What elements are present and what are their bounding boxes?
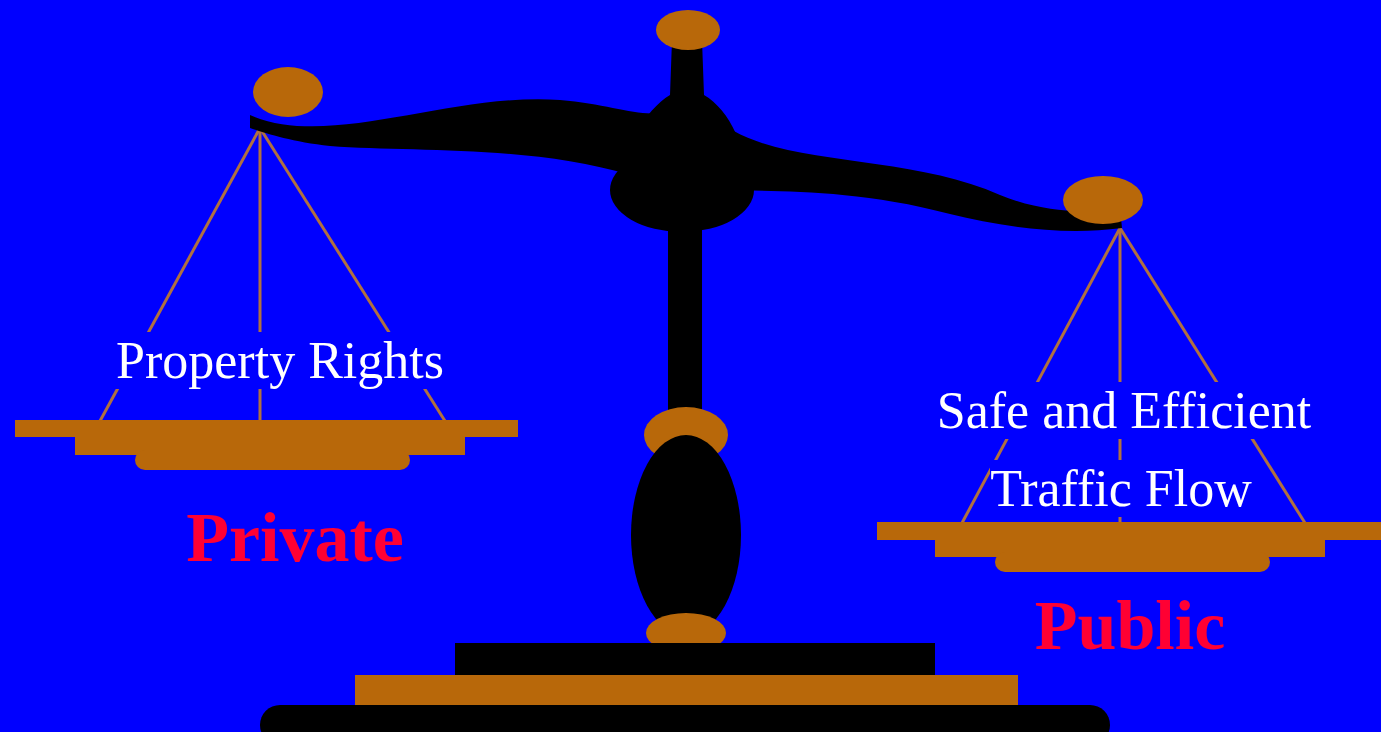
pan-label-box: Property Rights xyxy=(40,328,520,394)
side-label-box: Public xyxy=(930,584,1330,668)
side-label: Private xyxy=(183,499,407,576)
pan-label: Property Rights xyxy=(113,332,447,389)
pan-label: Safe and Efficient Traffic Flow xyxy=(934,382,1311,517)
side-label-box: Private xyxy=(100,496,490,580)
pan-label-box: Safe and Efficient Traffic Flow xyxy=(870,372,1375,528)
side-label: Public xyxy=(1032,587,1229,664)
